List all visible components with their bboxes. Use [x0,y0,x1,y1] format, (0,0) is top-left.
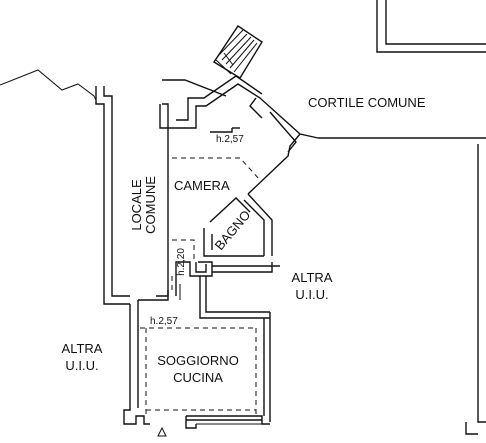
other-unit-right-line2: U.I.U. [295,287,328,302]
living-label-line2: CUCINA [173,370,223,385]
living-label-line1: SOGGIORNO [157,353,239,368]
common-room-label-line1: LOCALE [129,179,144,231]
corridor-walls [171,239,280,300]
living-height: h.2,57 [150,316,178,327]
entrance-marker [157,426,167,437]
staircase [162,25,263,97]
bathroom-walls [203,193,273,257]
other-unit-left-line1: ALTRA [62,341,103,356]
courtyard-label: CORTILE COMUNE [308,95,426,110]
neighbour-roof-outline [0,69,97,101]
other-unit-left-line2: U.I.U. [65,358,98,373]
common-room-label-line2: COMUNE [143,176,158,234]
corridor-height: h.2,20 [176,248,187,276]
bedroom-label: CAMERA [174,178,230,193]
other-unit-right-line1: ALTRA [292,270,333,285]
upper-unit-walls [170,75,319,195]
courtyard-boundary [376,0,486,53]
right-boundary [318,137,486,435]
bedroom-height: h.2,57 [216,134,244,145]
living-kitchen-walls [123,276,271,429]
common-room-walls [95,86,170,305]
